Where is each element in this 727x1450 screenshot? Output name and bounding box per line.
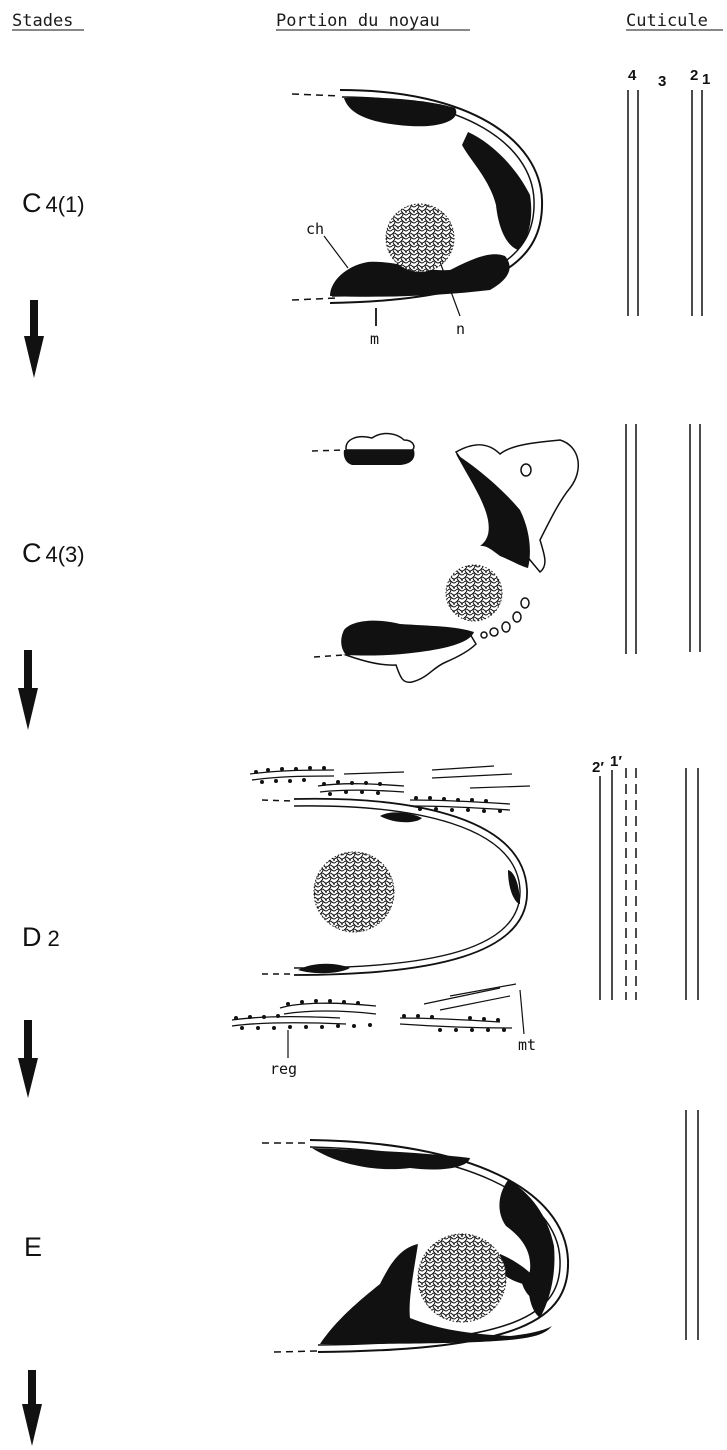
membrane-fragment xyxy=(346,434,414,450)
label-pointer-ch xyxy=(324,236,348,268)
nuclear-envelope-dash xyxy=(292,298,338,300)
cuticle-e xyxy=(686,1110,698,1340)
nuclear-pore-bleb xyxy=(502,622,510,632)
vesicle xyxy=(521,464,531,476)
label-ch: ch xyxy=(306,220,324,238)
cuticle-layer-label-2-prime: 2′ xyxy=(592,759,604,776)
nucleus-c4-1: ch m n xyxy=(292,90,542,348)
label-m: m xyxy=(370,330,379,348)
nuclear-envelope-dash xyxy=(262,800,292,801)
label-reg: reg xyxy=(270,1060,297,1078)
stage-label-e: E xyxy=(24,1232,42,1262)
label-mt: mt xyxy=(518,1036,536,1054)
cuticle-layer-label-3: 3 xyxy=(658,73,666,90)
nucleolus xyxy=(386,204,454,272)
label-pointer-mt xyxy=(520,990,524,1034)
nuclear-envelope-dash xyxy=(292,94,340,96)
cuticle-layer-label-1-prime: 1′ xyxy=(610,753,622,770)
chromatin-patch xyxy=(298,964,350,973)
header-portion-du-noyau: Portion du noyau xyxy=(276,11,440,31)
nucleus-e xyxy=(262,1140,568,1352)
rer-cisterna xyxy=(232,1003,512,1028)
nuclear-envelope-dash xyxy=(314,655,344,657)
down-arrow-icon xyxy=(18,650,38,730)
nucleus-c4-3 xyxy=(312,434,578,683)
nuclear-envelope-dash xyxy=(274,1351,318,1352)
down-arrow-icon xyxy=(24,300,44,378)
nuclear-pore-bleb xyxy=(513,612,521,622)
chromatin-patch xyxy=(508,870,520,904)
label-n: n xyxy=(456,320,465,338)
chromatin-patch xyxy=(312,1148,470,1170)
nuclear-pore-bleb xyxy=(521,598,529,608)
down-arrow-icon xyxy=(18,1020,38,1098)
microtubules xyxy=(424,984,516,1010)
header-stades: Stades xyxy=(12,11,73,31)
cuticle-d2 xyxy=(600,768,698,1000)
cuticle-layer-label-4: 4 xyxy=(628,67,637,84)
cuticle-layer-label-1: 1 xyxy=(702,71,710,88)
nuclear-envelope-dash xyxy=(312,450,344,451)
cuticle-layer-label-2: 2 xyxy=(690,67,698,84)
header-cuticule: Cuticule xyxy=(626,11,708,31)
nuclear-pore-bleb xyxy=(490,628,498,636)
nucleolus xyxy=(418,1234,506,1322)
nucleolus xyxy=(314,852,394,932)
down-arrow-icon xyxy=(22,1370,42,1446)
nucleolus xyxy=(446,565,502,621)
nucleus-d2: reg mt xyxy=(232,766,536,1078)
nuclear-pore-bleb xyxy=(481,632,487,638)
chromatin-patch xyxy=(499,1180,554,1318)
cuticle-c4-3 xyxy=(626,424,700,654)
cuticle-c4-1 xyxy=(628,90,702,316)
chromatin-patch xyxy=(344,450,415,465)
